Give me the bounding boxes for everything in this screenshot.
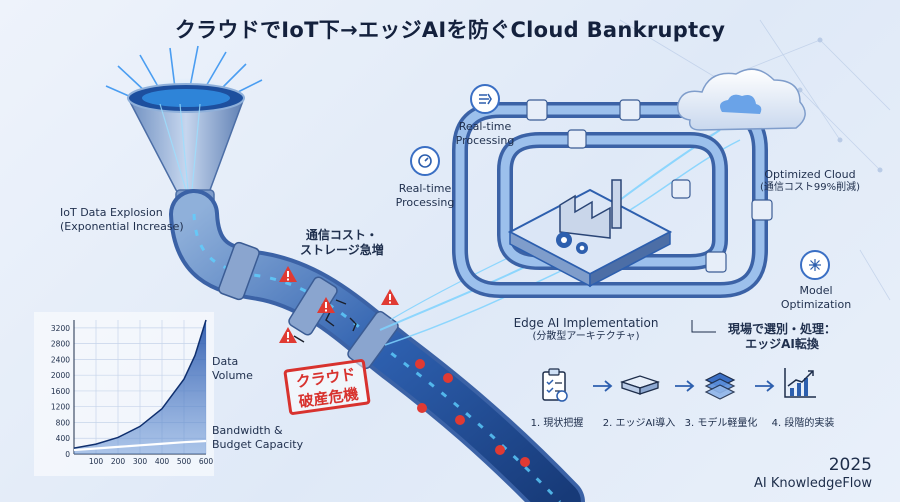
- model-opt-line1: Model: [799, 284, 833, 297]
- chip-icon: [702, 368, 738, 406]
- step-3-label: 3. モデル軽量化: [684, 418, 758, 429]
- onsite-processing-label: 現場で選別・処理： エッジAI転換: [712, 322, 852, 352]
- warning-icon: [381, 289, 399, 305]
- data-volume-line: [73, 319, 207, 449]
- chart-x-tick-label: 100: [89, 457, 104, 466]
- onsite-line1: 現場で選別・処理：: [727, 322, 836, 336]
- chart-y-tick-label: 2400: [51, 355, 70, 364]
- chart-x-tick-label: 600: [199, 457, 214, 466]
- chart-y-tick-label: 800: [56, 418, 71, 427]
- chart-x-tick-label: 400: [155, 457, 170, 466]
- pointer-line: [691, 320, 716, 333]
- iot-explosion-sub: (Exponential Increase): [60, 219, 184, 233]
- optimized-cloud-label: Optimized Cloud (通信コスト99%削減): [746, 168, 874, 194]
- model-optimization-label: Model Optimization: [780, 284, 852, 312]
- bandwidth-line2: Budget Capacity: [212, 437, 304, 451]
- arrow-right-icon: [593, 380, 613, 392]
- bandwidth-legend: Bandwidth & Budget Capacity: [212, 424, 303, 452]
- data-growth-chart: 0 400 800 1200 1600 2000 2400 2800 3200 100 200 300…: [34, 312, 214, 476]
- realtime-top-line1: Real-time: [458, 120, 512, 133]
- step-2-label: 2. エッジAI導入: [602, 418, 676, 429]
- onsite-line2: エッジAI転換: [745, 337, 819, 351]
- realtime-mid-label: Real-time Processing: [388, 182, 462, 210]
- step-1-label: 1. 現状把握: [530, 418, 584, 429]
- chart-y-tick-label: 2000: [51, 371, 70, 380]
- bandwidth-line1: Bandwidth &: [212, 424, 283, 437]
- chart-y-tick-label: 2800: [51, 340, 70, 349]
- footer-year: 2025: [828, 455, 872, 475]
- chart-y-tick-label: 0: [65, 450, 70, 459]
- chart-x-tick-label: 500: [177, 457, 192, 466]
- edge-ai-label: Edge AI Implementation (分散型アーキテクチャ): [508, 316, 664, 344]
- chart-y-tick-label: 1200: [51, 403, 70, 412]
- cost-warning-line2: ストレージ急増: [300, 243, 384, 257]
- page-title: クラウドでIoT下→エッジAIを防ぐCloud Bankruptcy: [174, 18, 726, 42]
- realtime-top-line2: Processing: [455, 133, 515, 147]
- realtime-top-label: Real-time Processing: [448, 120, 522, 148]
- warning-icon: [279, 266, 297, 282]
- edge-device-icon: [619, 374, 661, 400]
- speed-icon: [470, 84, 500, 114]
- realtime-mid-line1: Real-time: [398, 182, 452, 195]
- warning-icon: [317, 297, 335, 313]
- growth-chart-icon: [782, 366, 818, 404]
- arrow-right-icon: [755, 380, 775, 392]
- chart-y-tick-label: 1600: [51, 387, 70, 396]
- model-opt-line2: Optimization: [780, 297, 852, 311]
- edge-ai-sub: (分散型アーキテクチャ): [532, 331, 640, 342]
- realtime-mid-line2: Processing: [395, 195, 455, 209]
- cost-warning-line1: 通信コスト・: [305, 228, 378, 242]
- chart-y-tick-label: 400: [56, 434, 71, 443]
- chart-y-tick-label: 3200: [51, 324, 70, 333]
- data-volume-line2: Volume: [212, 368, 253, 382]
- arrow-right-icon: [675, 380, 695, 392]
- warning-icon: [279, 327, 297, 343]
- chart-x-tick-label: 200: [111, 457, 126, 466]
- network-icon: [800, 250, 830, 280]
- optimized-cloud-sub: (通信コスト99%削減): [759, 181, 861, 193]
- clipboard-check-icon: [540, 368, 570, 406]
- iot-explosion-title: IoT Data Explosion: [60, 206, 163, 219]
- data-volume-legend: Data Volume: [212, 355, 253, 383]
- data-volume-line1: Data: [212, 355, 239, 368]
- footer-brand: AI KnowledgeFlow: [754, 476, 872, 491]
- cost-warning-label: 通信コスト・ ストレージ急増: [300, 228, 384, 258]
- edge-ai-title: Edge AI Implementation: [513, 316, 659, 330]
- timer-icon: [410, 146, 440, 176]
- bandwidth-line: [73, 439, 207, 452]
- data-volume-area: [74, 320, 206, 454]
- optimized-cloud-title: Optimized Cloud: [764, 168, 856, 181]
- iot-explosion-label: IoT Data Explosion (Exponential Increase…: [60, 206, 184, 234]
- chart-x-tick-label: 300: [133, 457, 148, 466]
- step-4-label: 4. 段階的実装: [771, 418, 835, 429]
